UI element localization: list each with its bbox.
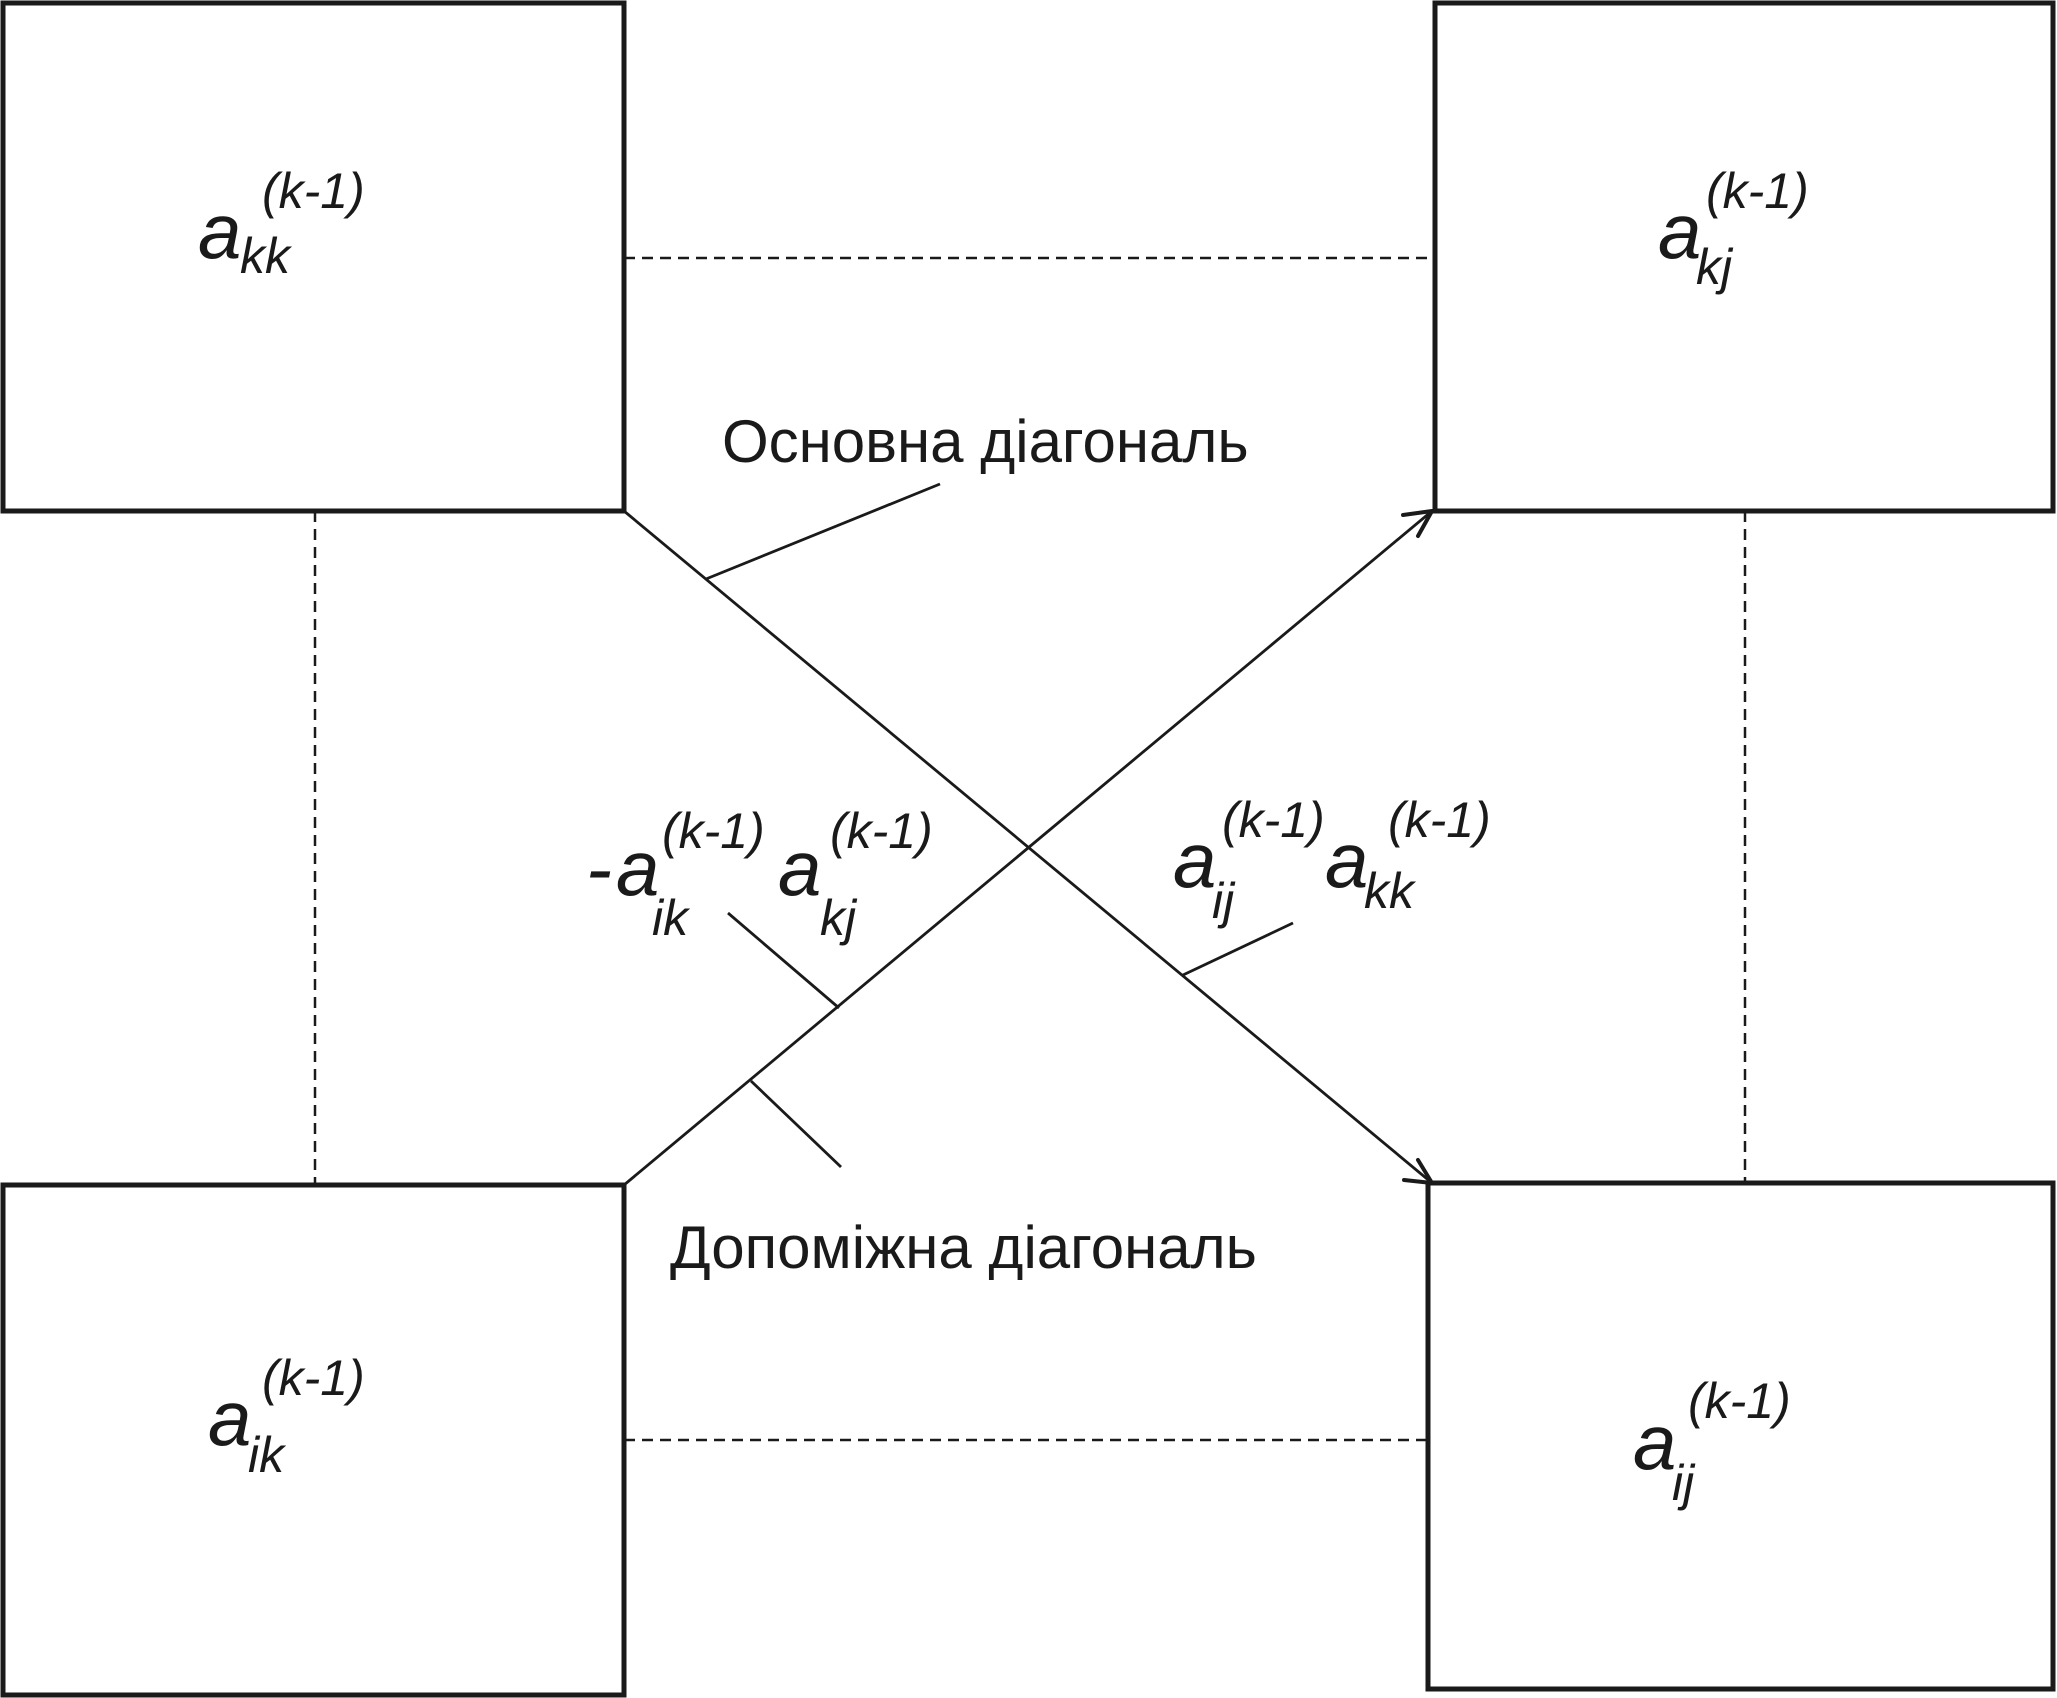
auxiliary-product-label: - a (k-1) ik a (k-1) kj bbox=[586, 803, 933, 946]
main-product-akk-subscript: kk bbox=[1364, 863, 1417, 919]
auxiliary-product-leader bbox=[727, 911, 840, 1010]
cell-aij-subscript: ij bbox=[1672, 1455, 1696, 1511]
auxiliary-product-akj-base: a bbox=[778, 824, 821, 912]
main-product-aij-superscript: (k-1) bbox=[1222, 792, 1325, 848]
cell-aik-base: a bbox=[208, 1374, 251, 1462]
box-bottom-left bbox=[0, 1182, 627, 1698]
main-product-aij-subscript: ij bbox=[1212, 873, 1236, 929]
main-product-aij-base: a bbox=[1173, 816, 1216, 904]
auxiliary-diagonal-label-leader bbox=[750, 1079, 842, 1169]
cell-akj-subscript: kj bbox=[1696, 239, 1734, 295]
cell-aik-superscript: (k-1) bbox=[262, 1350, 365, 1406]
main-product-akk-superscript: (k-1) bbox=[1388, 792, 1491, 848]
box-bottom-right bbox=[1425, 1180, 2056, 1692]
cell-aij-superscript: (k-1) bbox=[1688, 1373, 1791, 1429]
cell-akj-base: a bbox=[1658, 187, 1701, 275]
main-diagonal-label-leader bbox=[705, 482, 941, 581]
main-product-akk-base: a bbox=[1325, 816, 1368, 904]
cell-aij-label: a (k-1) ij bbox=[1633, 1373, 1791, 1511]
cell-akk-base: a bbox=[198, 187, 241, 275]
box-top-right bbox=[1432, 0, 2056, 514]
box-top-left bbox=[0, 0, 627, 514]
cell-aik-subscript: ik bbox=[248, 1427, 287, 1483]
main-diagonal-label: Основна діагональ bbox=[722, 408, 1249, 475]
cell-aij-base: a bbox=[1633, 1398, 1676, 1486]
cell-aik-label: a (k-1) ik bbox=[208, 1350, 365, 1483]
auxiliary-diagonal-line bbox=[623, 509, 1433, 1187]
auxiliary-product-aik-base: a bbox=[616, 824, 659, 912]
cell-akk-superscript: (k-1) bbox=[262, 163, 365, 219]
cell-akj-superscript: (k-1) bbox=[1706, 163, 1809, 219]
auxiliary-product-akj-superscript: (k-1) bbox=[830, 803, 933, 859]
auxiliary-product-akj-subscript: kj bbox=[820, 890, 858, 946]
cell-akk-subscript: kk bbox=[240, 228, 293, 284]
auxiliary-diagonal-arrowhead bbox=[1401, 509, 1434, 538]
cell-akk-label: a (k-1) kk bbox=[198, 163, 365, 284]
auxiliary-diagonal-label: Допоміжна діагональ bbox=[670, 1214, 1257, 1281]
main-product-leader bbox=[1182, 921, 1294, 977]
auxiliary-product-aik-subscript: ik bbox=[652, 890, 691, 946]
main-diagonal-arrowhead bbox=[1402, 1158, 1434, 1185]
cell-akj-label: a (k-1) kj bbox=[1658, 163, 1809, 295]
auxiliary-product-sign: - bbox=[586, 824, 612, 912]
main-product-label: a (k-1) ij a (k-1) kk bbox=[1173, 792, 1491, 929]
auxiliary-product-aik-superscript: (k-1) bbox=[662, 803, 765, 859]
